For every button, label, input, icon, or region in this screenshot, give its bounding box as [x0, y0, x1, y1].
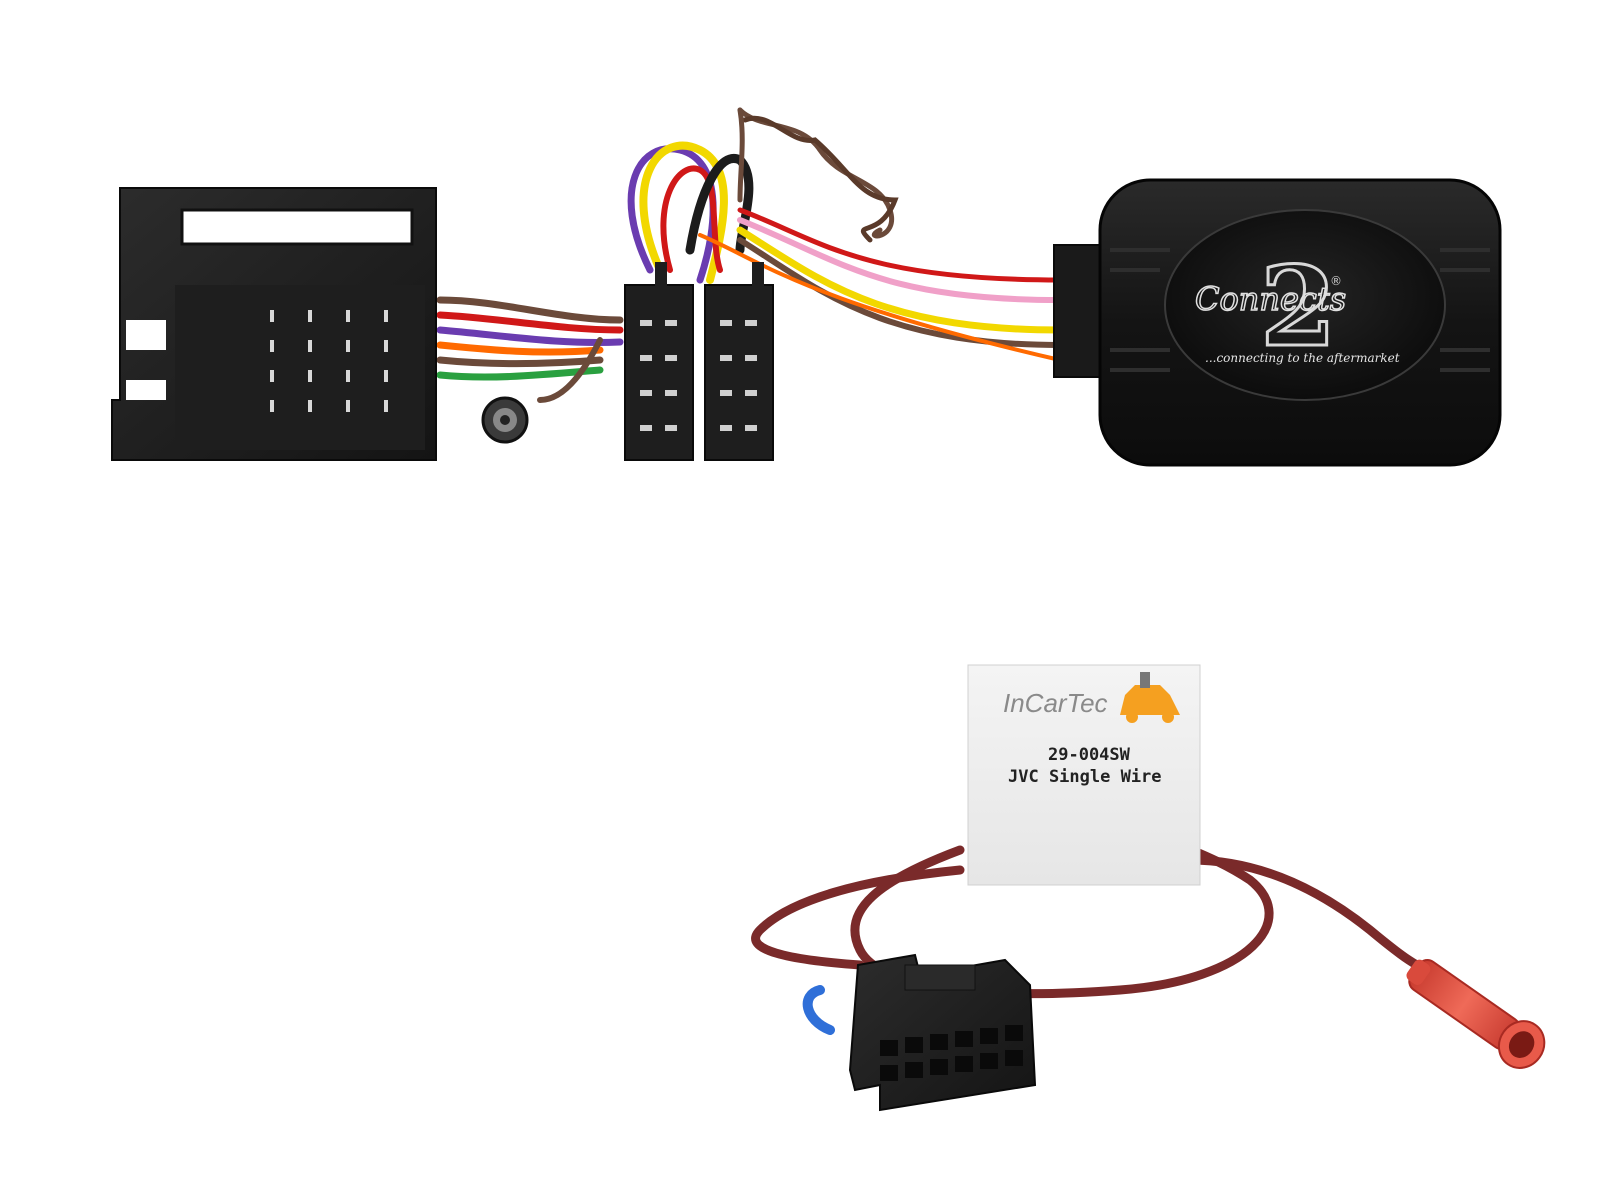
- red-spade-connector: [1406, 959, 1546, 1069]
- lead-connector: [848, 953, 1037, 1112]
- jvc-single-wire-lead: InCarTec 29-004SW JVC Single Wire: [751, 664, 1546, 1112]
- label-description: JVC Single Wire: [1008, 767, 1162, 787]
- module-wire-bundle: [698, 207, 1064, 362]
- quadlock-pins: [270, 310, 388, 412]
- label-part-number: 29-004SW: [1048, 745, 1131, 765]
- module-registered-mark: ®: [1330, 274, 1342, 288]
- module-tagline: ...connecting to the aftermarket: [1205, 351, 1400, 365]
- steering-interface-harness: 2 Connects ® ...connecting to the afterm…: [111, 107, 1502, 467]
- blue-wire-stub: [802, 985, 835, 1035]
- interface-module: 2 Connects ® ...connecting to the afterm…: [1053, 178, 1502, 467]
- module-logo-text: Connects: [1195, 280, 1346, 318]
- iso-connector-right: [704, 262, 774, 461]
- wire-loops: [627, 141, 754, 284]
- quadlock-connector: [111, 187, 437, 461]
- module-logo-number: 2: [1260, 242, 1337, 371]
- iso-connector-left: [624, 262, 694, 461]
- product-label-tag: InCarTec 29-004SW JVC Single Wire: [967, 664, 1201, 886]
- label-car-icon: [1120, 672, 1180, 723]
- twisted-pair-wire: [737, 107, 899, 243]
- label-brand: InCarTec: [1003, 688, 1108, 718]
- jack-plug: [481, 396, 529, 444]
- harness-wire-bundle: [436, 296, 624, 403]
